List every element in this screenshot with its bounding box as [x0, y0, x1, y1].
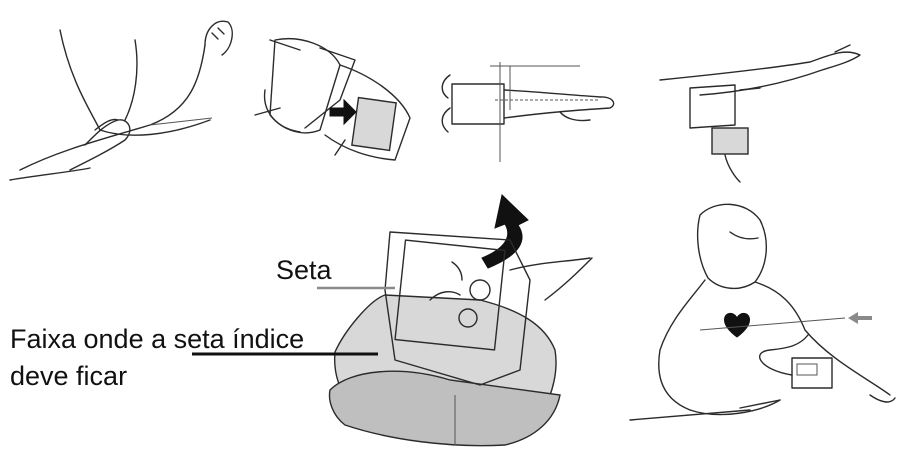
band-label-line2: deve ficar — [10, 361, 128, 391]
panel-locate-artery — [9, 20, 233, 181]
curved-arrow — [481, 194, 529, 269]
cuff-illustration — [328, 231, 593, 447]
panel-cuff-wrapped — [659, 44, 861, 183]
seta-label: Seta — [276, 255, 332, 285]
label-pointers — [192, 286, 395, 356]
seated-person — [629, 203, 896, 421]
band-label-line1: Faixa onde a seta índice — [10, 324, 305, 354]
panel-cuff-position — [441, 62, 615, 162]
panel-cuff-open — [254, 38, 411, 161]
